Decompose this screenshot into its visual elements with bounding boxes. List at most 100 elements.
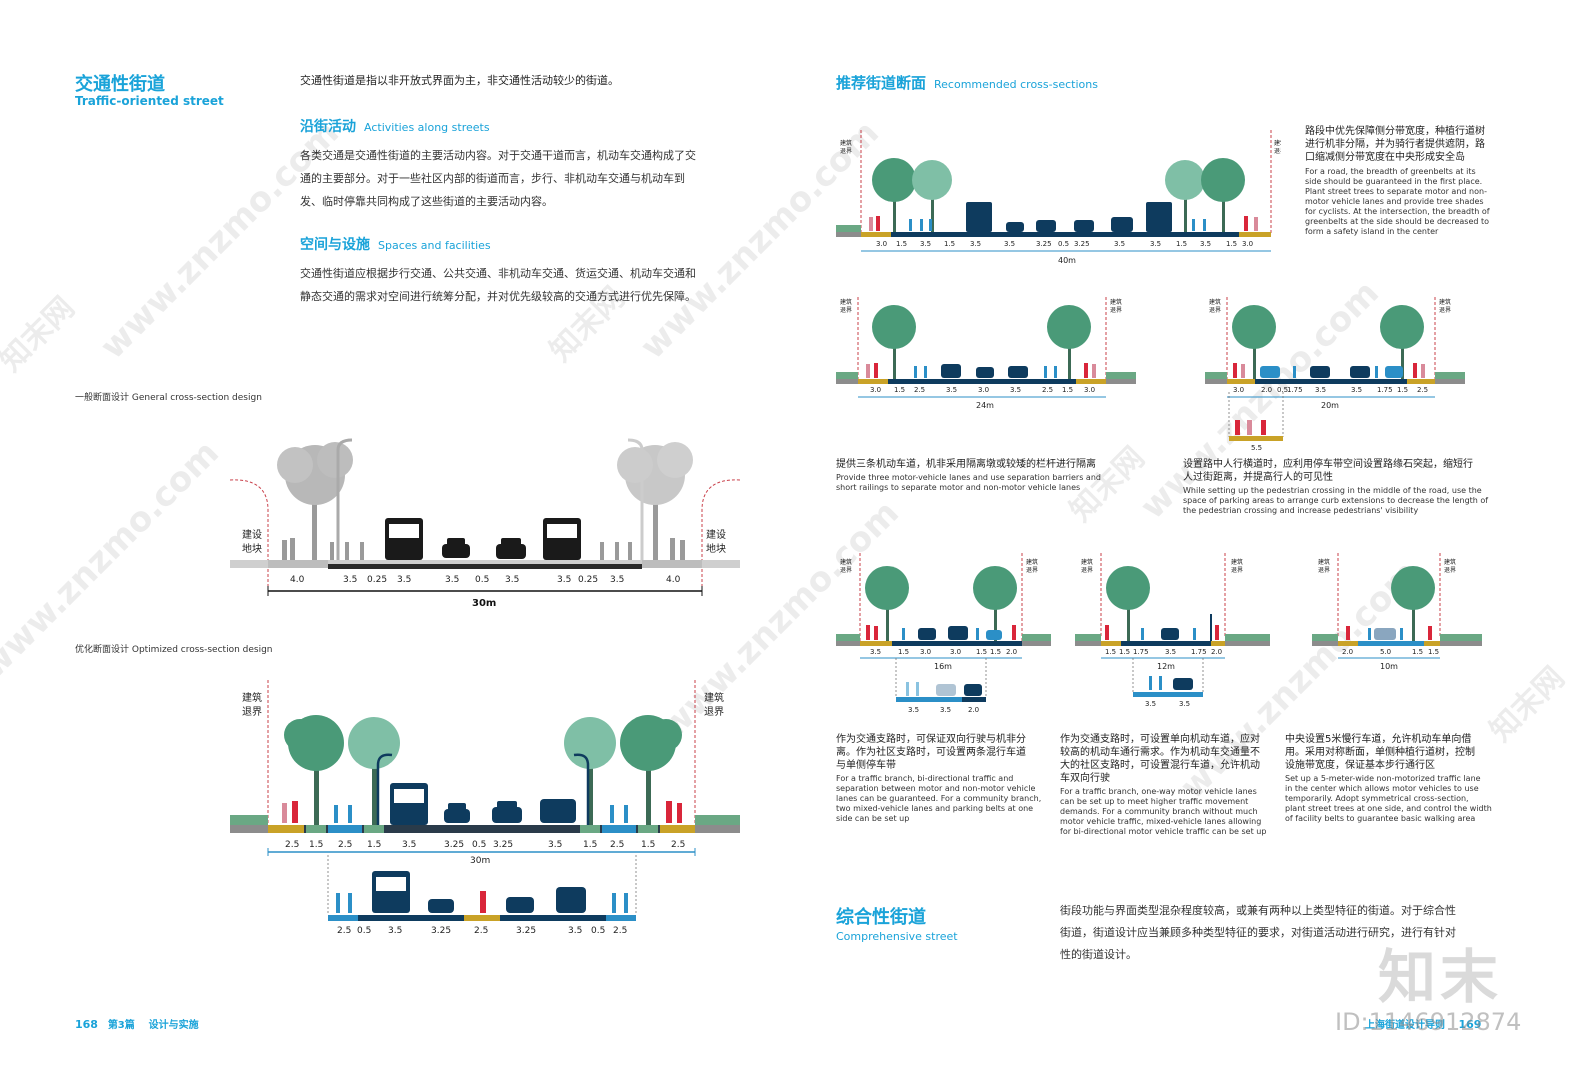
svg-text:3.5: 3.5	[557, 575, 571, 585]
activities-line: 通的主要部分。对于一些社区内部的街道而言，步行、非机动车交通与机动车到	[300, 172, 685, 185]
svg-text:1.75: 1.75	[1287, 386, 1303, 394]
tree-icon	[872, 305, 916, 379]
van-icon	[540, 799, 576, 823]
svg-text:3.5: 3.5	[1150, 240, 1161, 248]
dimension-labels: 2.5 1.5 2.5 1.5 3.5 3.25 0.5 3.25 3.5 1.…	[285, 840, 685, 850]
s12-description: 作为交通支路时，可设置单向机动车道，应对 较高的机动车通行需求。作为机动车交通量…	[1060, 734, 1267, 836]
car-icon	[444, 803, 470, 823]
tree-icon	[1232, 305, 1276, 379]
recommended-title-en: Recommended cross-sections	[934, 78, 1098, 91]
edge-label: 建筑	[1439, 298, 1451, 306]
tree-icon	[872, 158, 916, 232]
svg-text:2.5: 2.5	[610, 840, 624, 850]
s20-description: 设置路中人行横道时，应利用停车带空间设置路缘石突起，缩短行 人过街距离，并提高行…	[1183, 459, 1489, 515]
page-number: 168	[75, 1018, 98, 1031]
tree-icon	[1391, 566, 1435, 641]
pedestrian-icons	[866, 625, 1016, 640]
svg-text:1.75: 1.75	[1377, 386, 1393, 394]
svg-text:1.75: 1.75	[1133, 648, 1149, 656]
pedestrian-icons	[282, 801, 682, 823]
svg-text:3.5: 3.5	[505, 575, 519, 585]
street-lamp-icon	[336, 438, 353, 560]
svg-text:3.25: 3.25	[516, 926, 536, 936]
svg-text:3.5: 3.5	[940, 706, 951, 714]
edge-label: 退界	[242, 706, 262, 718]
svg-text:1.5: 1.5	[641, 840, 655, 850]
svg-text:3.0: 3.0	[1084, 386, 1095, 394]
bus-icon	[385, 518, 423, 560]
recommended-title-cn: 推荐街道断面	[836, 74, 927, 92]
tree-icon	[973, 566, 1017, 641]
tree-icon	[617, 442, 693, 560]
vehicle-icons	[1374, 628, 1396, 640]
activities-body: 各类交通是交通性街道的主要活动内容。对于交通干道而言，机动车交通构成了交 通的主…	[300, 144, 740, 213]
edge-label: 建筑	[840, 558, 852, 566]
svg-text:2.0: 2.0	[968, 706, 979, 714]
svg-text:2.5: 2.5	[1417, 386, 1428, 394]
s10-description: 中央设置5米慢行车道，允许机动车单向借 用。采用对称断面，单侧种植行道树，控制 …	[1285, 734, 1492, 823]
watermark-brand: 知末网	[0, 290, 82, 379]
edge-label: 退界	[1209, 306, 1221, 314]
svg-text:2.5: 2.5	[337, 926, 351, 936]
s24-description: 提供三条机动车道，机非采用隔离墩或较矮的栏杆进行隔离 Provide three…	[836, 459, 1101, 492]
svg-text:2.5: 2.5	[671, 840, 685, 850]
svg-text:1.5: 1.5	[1176, 240, 1187, 248]
svg-text:3.5: 3.5	[1315, 386, 1326, 394]
spaces-title-cn: 空间与设施	[300, 237, 370, 253]
pedestrian-icons	[869, 216, 1258, 231]
svg-text:3.5: 3.5	[908, 706, 919, 714]
left-footer: 168 第3篇 设计与实施	[75, 1016, 199, 1031]
svg-text:3.25: 3.25	[1074, 240, 1090, 248]
svg-text:2.5: 2.5	[914, 386, 925, 394]
pedestrian-icons	[1105, 625, 1219, 640]
svg-text:3.0: 3.0	[870, 386, 881, 394]
svg-text:3.0: 3.0	[1242, 240, 1253, 248]
tree-icon	[1106, 566, 1150, 641]
svg-text:2.5: 2.5	[474, 926, 488, 936]
edge-label: 退界	[1231, 566, 1243, 574]
svg-text:3.5: 3.5	[946, 386, 957, 394]
svg-text:3.5: 3.5	[1145, 700, 1156, 708]
svg-text:2.5: 2.5	[1042, 386, 1053, 394]
pedestrian-icons	[1235, 420, 1266, 435]
svg-text:0.25: 0.25	[578, 575, 598, 585]
svg-text:1.5: 1.5	[976, 648, 987, 656]
svg-text:3.5: 3.5	[445, 575, 459, 585]
svg-text:1.5: 1.5	[1428, 648, 1439, 656]
total-width: 16m	[934, 662, 952, 671]
spaces-body: 交通性街道应根据步行交通、公共交通、非机动车交通、货运交通、机动车交通和 静态交…	[300, 262, 740, 308]
edge-label: 建筑	[840, 298, 852, 306]
car-icon	[442, 538, 470, 558]
svg-text:3.5: 3.5	[920, 240, 931, 248]
edge-label: 建筑	[1231, 558, 1243, 566]
tree-icon	[564, 717, 616, 825]
recommended-heading: 推荐街道断面 Recommended cross-sections	[836, 72, 1098, 93]
svg-text:1.5: 1.5	[990, 648, 1001, 656]
general-caption: 一般断面设计 General cross-section design	[75, 393, 262, 403]
svg-text:3.5: 3.5	[397, 575, 411, 585]
svg-text:0.5: 0.5	[475, 575, 489, 585]
edge-label: 退界	[1026, 566, 1038, 574]
comprehensive-title-en: Comprehensive street	[836, 930, 958, 943]
sub-section-icons	[336, 871, 628, 913]
spaces-title-en: Spaces and facilities	[378, 239, 491, 252]
tree-icon	[1380, 305, 1424, 379]
general-cross-section: 建设 地块 建设 地块 4.0 3.5 0.25 3.5 3.5 0.5	[230, 438, 740, 609]
section-40m: 建筑 退界 建筑 退界 3.01.5 3.51.5 3.53.5 3.250.5…	[836, 130, 1281, 265]
svg-text:3.5: 3.5	[388, 926, 402, 936]
edge-label: 退界	[1444, 566, 1456, 574]
svg-text:2.0: 2.0	[1261, 386, 1272, 394]
activities-title-en: Activities along streets	[364, 121, 490, 134]
sub-dimension: 5.5	[1251, 444, 1262, 452]
svg-text:3.5: 3.5	[1010, 386, 1021, 394]
svg-text:3.5: 3.5	[1004, 240, 1015, 248]
edge-label: 建筑	[1110, 298, 1122, 306]
total-width: 40m	[1058, 256, 1076, 265]
id-watermark: ID:1146912874	[1335, 1008, 1522, 1036]
svg-text:3.5: 3.5	[970, 240, 981, 248]
svg-text:3.5: 3.5	[1114, 240, 1125, 248]
svg-text:3.5: 3.5	[568, 926, 582, 936]
